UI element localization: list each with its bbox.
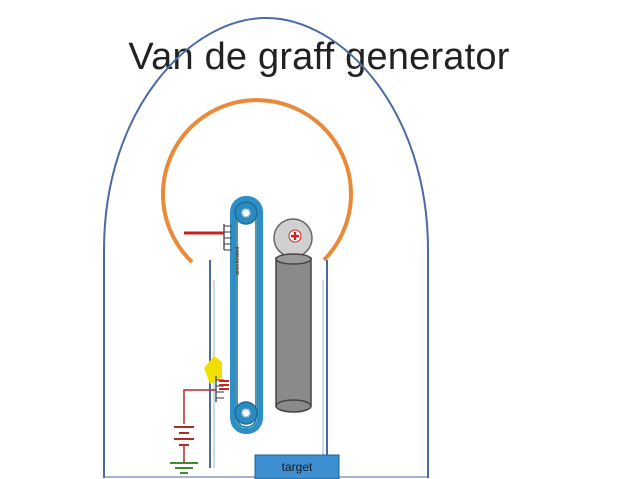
charging-belt [230,196,263,434]
plus-vertical [293,232,297,240]
ion-column-bottom [275,399,312,413]
high-voltage-dome [161,98,353,264]
belt-text: accelerated [235,247,241,275]
ion-column-top [275,253,312,265]
pulley-star-icon: ✹ [240,206,252,222]
target-box [254,454,340,479]
lower-pulley [234,401,258,425]
battery-icon [174,426,194,446]
supply-wire [183,389,216,424]
chamber-outline [103,16,429,478]
upper-pulley [234,201,258,225]
collector-comb-teeth [224,225,232,251]
slide-title: Van de graff generator [128,36,510,78]
corona-spray [204,356,222,384]
spray-comb-charges [219,380,229,390]
ground-icon [170,462,198,474]
pulley-star-icon: ✹ [240,406,252,422]
ion-column [275,257,312,407]
target-label: target [282,460,313,474]
